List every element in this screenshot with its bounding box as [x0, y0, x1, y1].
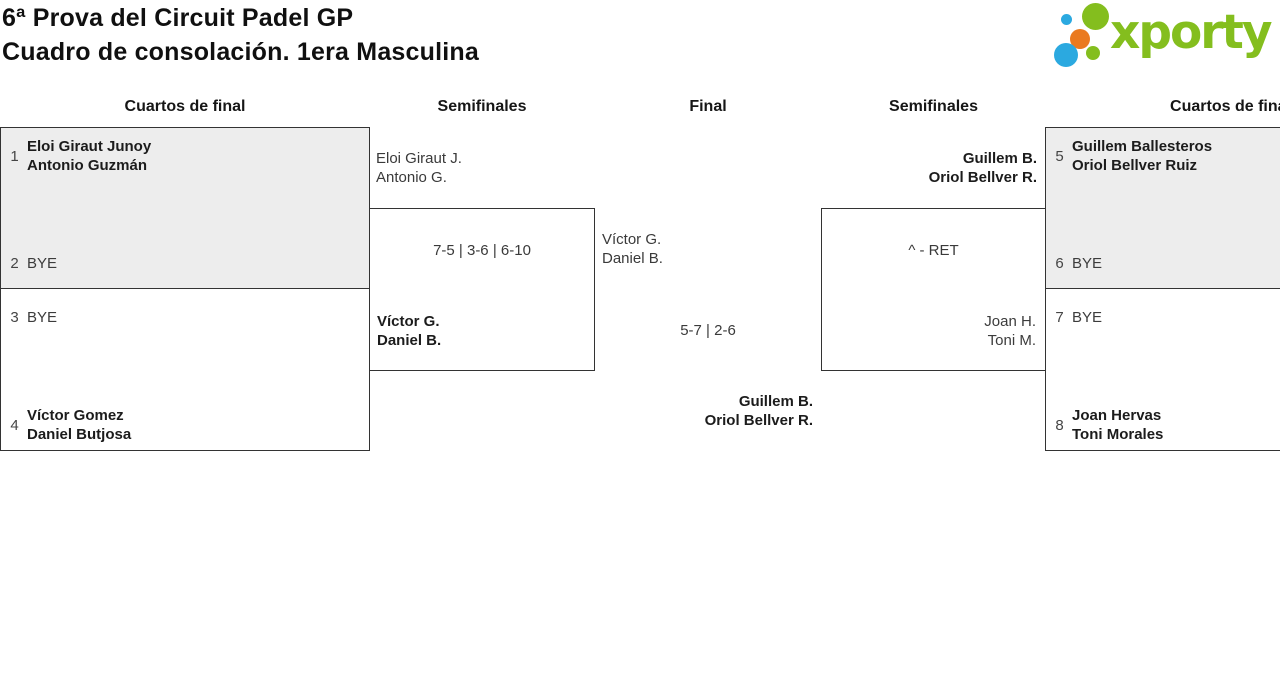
seed-number: 1	[10, 147, 19, 165]
logo-dot-blue-small-icon	[1061, 14, 1072, 25]
match-row: 3 BYE	[8, 308, 57, 327]
match-box-sf2[interactable]: ^ - RET Joan H. Toni M.	[821, 208, 1046, 371]
player-name: Guillem B.	[738, 393, 813, 410]
seed-number: 2	[10, 255, 19, 272]
match-score: ^ - RET	[908, 242, 959, 259]
final-score: 5-7 | 2-6	[680, 322, 736, 339]
player-name: Víctor Gomez	[27, 407, 124, 424]
player-name: Eloi Giraut J.	[376, 150, 462, 167]
match-box-qf4[interactable]: 7 BYE 8 Joan Hervas Toni Morales	[1045, 288, 1280, 451]
team-names: BYE	[27, 255, 58, 272]
logo-dot-green-large-icon	[1082, 3, 1109, 30]
column-header-semifinales-left: Semifinales	[437, 98, 527, 115]
seed-number: 7	[1055, 309, 1064, 326]
logo-wordmark: xporty	[1110, 5, 1273, 60]
player-name: Oriol Bellver Ruiz	[1072, 157, 1198, 174]
team-names: Joan Hervas Toni Morales	[1072, 406, 1163, 444]
match-row: 1 Eloi Giraut Junoy Antonio Guzmán	[8, 137, 151, 175]
column-header-final: Final	[689, 98, 727, 115]
match-box-sf1[interactable]: 7-5 | 3-6 | 6-10 Víctor G. Daniel B.	[369, 208, 595, 371]
player-name: Toni M.	[987, 332, 1036, 349]
match-row: 4 Víctor Gomez Daniel Butjosa	[8, 406, 131, 444]
player-name: Joan H.	[984, 313, 1036, 330]
column-header-cuartos-left: Cuartos de final	[124, 98, 246, 115]
match-box-qf2[interactable]: 3 BYE 4 Víctor Gomez Daniel Butjosa	[0, 288, 370, 451]
final-entrant-left: Víctor G. Daniel B.	[602, 230, 663, 268]
sf-left-entrant-top: Eloi Giraut J. Antonio G.	[376, 149, 462, 187]
player-name: Daniel Butjosa	[27, 426, 132, 443]
match-row: 5 Guillem Ballesteros Oriol Bellver Ruiz	[1053, 137, 1212, 175]
team-names: Eloi Giraut Junoy Antonio Guzmán	[27, 137, 151, 175]
player-name: Guillem Ballesteros	[1072, 138, 1213, 155]
match-box-qf3[interactable]: 5 Guillem Ballesteros Oriol Bellver Ruiz…	[1045, 127, 1280, 289]
player-name: Daniel B.	[602, 250, 663, 267]
player-name: Víctor G.	[377, 313, 440, 330]
sf-right-entrant-top: Guillem B. Oriol Bellver R.	[929, 149, 1037, 187]
seed-number: 6	[1055, 255, 1064, 272]
team-names: Guillem Ballesteros Oriol Bellver Ruiz	[1072, 137, 1212, 175]
match-score: 7-5 | 3-6 | 6-10	[433, 242, 531, 259]
page-title-line2: Cuadro de consolación. 1era Masculina	[2, 38, 479, 66]
page-title: 6ª Prova del Circuit Padel GP Cuadro de …	[2, 1, 479, 69]
logo-dot-orange-icon	[1070, 29, 1090, 49]
player-name: Eloi Giraut Junoy	[27, 138, 152, 155]
team-names: BYE	[1072, 309, 1103, 326]
final-winner: Guillem B. Oriol Bellver R.	[705, 392, 813, 430]
column-header-cuartos-right: Cuartos de final	[1170, 98, 1280, 115]
player-name: Daniel B.	[377, 332, 442, 349]
team-names: Víctor Gomez Daniel Butjosa	[27, 406, 131, 444]
player-name: Oriol Bellver R.	[704, 412, 813, 429]
player-name: Antonio G.	[376, 169, 447, 186]
match-row: 2 BYE	[8, 254, 57, 273]
team-names: BYE	[27, 309, 58, 326]
page-title-line1: 6ª Prova del Circuit Padel GP	[2, 4, 354, 32]
seed-number: 8	[1055, 416, 1064, 434]
seed-number: 3	[10, 309, 19, 326]
match-row: 8 Joan Hervas Toni Morales	[1053, 406, 1163, 444]
seed-number: 4	[10, 416, 19, 434]
seed-number: 5	[1055, 147, 1064, 165]
player-name: Antonio Guzmán	[27, 157, 147, 174]
match-row: 7 BYE	[1053, 308, 1102, 327]
player-name: Oriol Bellver R.	[928, 169, 1037, 186]
player-name: Toni Morales	[1072, 426, 1164, 443]
sf-left-winner: Víctor G. Daniel B.	[377, 312, 441, 350]
match-row: 6 BYE	[1053, 254, 1102, 273]
player-name: Víctor G.	[602, 231, 662, 248]
column-header-semifinales-right: Semifinales	[889, 98, 978, 115]
sf-right-entrant-bottom: Joan H. Toni M.	[984, 312, 1036, 350]
team-names: BYE	[1072, 255, 1103, 272]
match-box-qf1[interactable]: 1 Eloi Giraut Junoy Antonio Guzmán 2 BYE	[0, 127, 370, 289]
player-name: Joan Hervas	[1072, 407, 1162, 424]
logo-dot-green-small-icon	[1086, 46, 1100, 60]
player-name: Guillem B.	[962, 150, 1037, 167]
logo-dot-blue-large-icon	[1054, 43, 1078, 67]
